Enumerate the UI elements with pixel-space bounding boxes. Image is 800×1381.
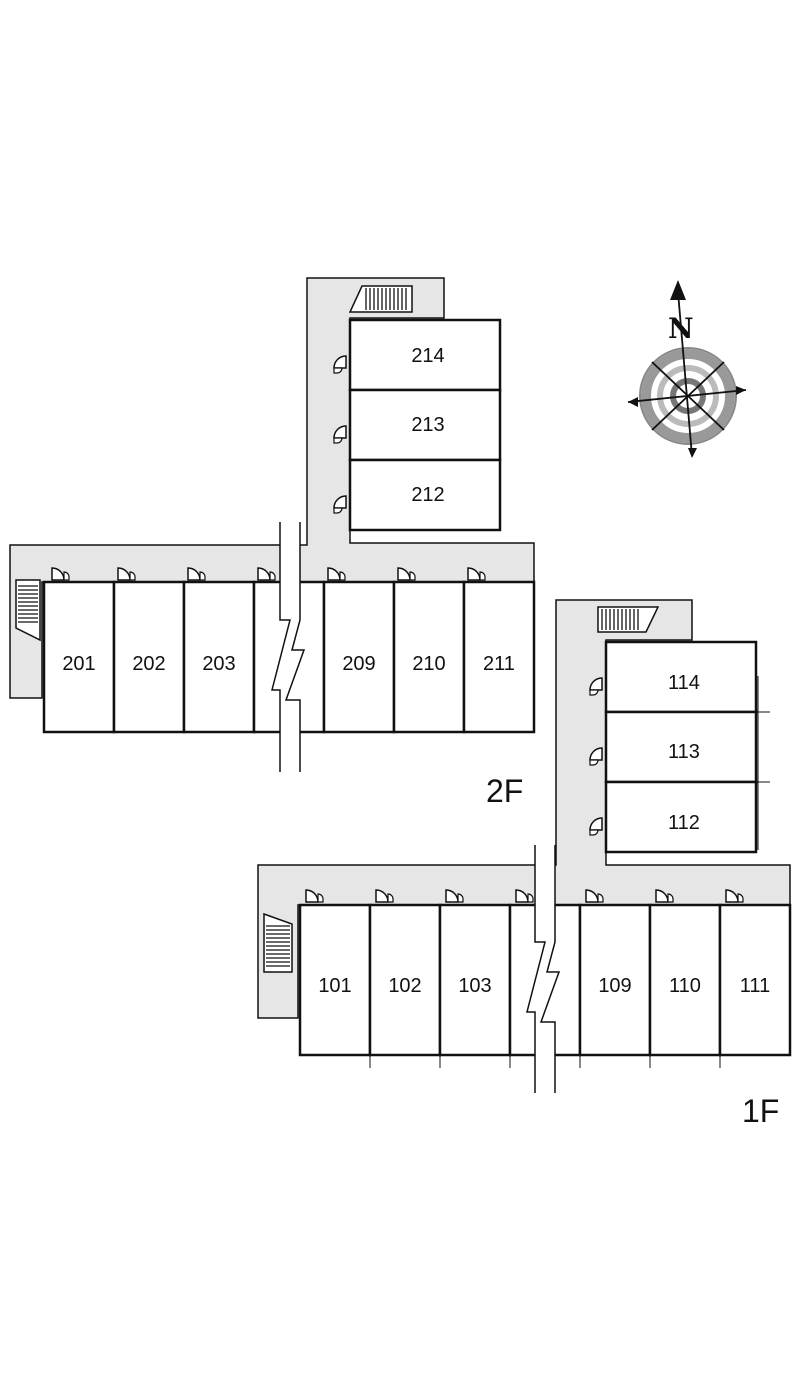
- unit-label: 209: [342, 653, 375, 675]
- floor-label-1f: 1F: [742, 1093, 779, 1129]
- unit-label: 202: [132, 653, 165, 675]
- unit-label: 211: [483, 653, 515, 675]
- unit-label: 109: [598, 975, 631, 997]
- unit-label: 214: [411, 345, 444, 367]
- unit-label: 101: [318, 975, 351, 997]
- stairs-1f-west: [263, 912, 293, 973]
- unit-label: 201: [62, 653, 95, 675]
- stairs-1f-north: [597, 606, 660, 633]
- floor-1f: 114 113 112 101 102 103 1: [257, 599, 792, 1129]
- unit-label: 103: [458, 975, 491, 997]
- unit-112: 112: [589, 780, 758, 854]
- unit-113: 113: [589, 710, 758, 784]
- unit-212: 212: [333, 458, 502, 532]
- break-line-1f: [526, 845, 561, 1093]
- north-label: N: [668, 312, 694, 345]
- unit-label: 113: [668, 741, 700, 763]
- unit-213: 213: [333, 388, 502, 462]
- compass-rose-icon: N: [627, 280, 747, 458]
- unit-label: 102: [388, 975, 421, 997]
- unit-label: 112: [668, 812, 700, 834]
- unit-214: 214: [333, 318, 502, 392]
- unit-114: 114: [589, 640, 758, 714]
- stairs-2f-north: [348, 285, 413, 313]
- unit-label: 213: [411, 414, 444, 436]
- break-line-2f: [271, 522, 306, 772]
- floor-2f: 214 213 212 201 202 203 209 210: [9, 277, 536, 809]
- unit-label: 110: [669, 975, 701, 997]
- unit-label: 203: [202, 653, 235, 675]
- floor-label-2f: 2F: [486, 773, 523, 809]
- unit-row-2f: 201 202 203 209 210 211: [42, 567, 536, 734]
- unit-label: 212: [411, 484, 444, 506]
- unit-label: 111: [740, 975, 770, 997]
- stairs-2f-west: [15, 579, 41, 642]
- balcony-ticks-1f: [756, 676, 770, 850]
- unit-label: 210: [412, 653, 445, 675]
- unit-label: 114: [668, 672, 700, 694]
